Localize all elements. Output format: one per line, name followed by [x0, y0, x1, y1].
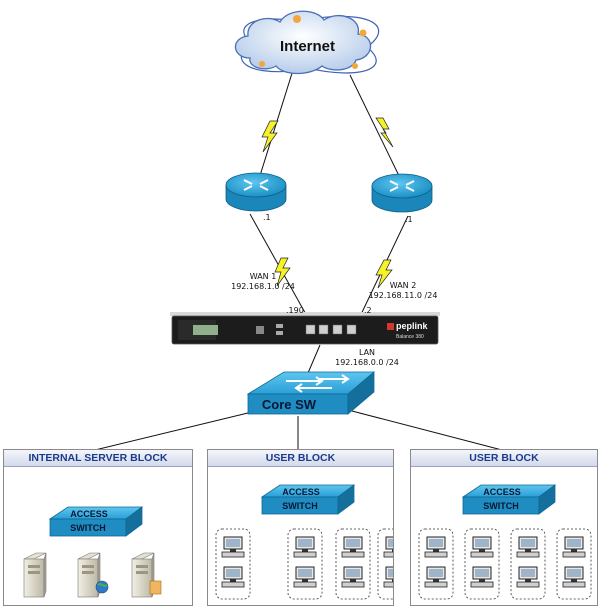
- router-left-ip: .1: [263, 213, 271, 222]
- wan2-subnet: 192.168.11.0 /24: [368, 291, 438, 300]
- pc-icon: [341, 536, 365, 558]
- router-right-ip: .1: [405, 215, 413, 224]
- access-switch: ACCESS SWITCH: [461, 484, 557, 515]
- wan2-label: WAN 2 192.168.11.0 /24: [366, 281, 440, 301]
- pc-group: [215, 528, 393, 600]
- pc-icon: [293, 566, 317, 588]
- pc-icon: [516, 566, 540, 588]
- internal-server-block: INTERNAL SERVER BLOCK ACCESS SWITCH: [3, 449, 193, 606]
- pc-group: [418, 528, 592, 600]
- access-switch-line2: SWITCH: [70, 523, 106, 533]
- pc-icon: [516, 536, 540, 558]
- pc-icon: [470, 536, 494, 558]
- ethernet-ports: [305, 324, 357, 335]
- pc-icon: [383, 566, 393, 588]
- pc-cluster: [287, 528, 323, 600]
- access-switch: ACCESS SWITCH: [260, 484, 356, 515]
- lan-subnet: 192.168.0.0 /24: [335, 358, 399, 367]
- wan1-label: WAN 1 192.168.1.0 /24: [226, 272, 300, 292]
- internet-cloud-icon: [234, 10, 380, 75]
- core-switch-label: Core SW: [262, 397, 317, 412]
- pc-icon: [221, 566, 245, 588]
- access-switch-line2: SWITCH: [282, 501, 318, 511]
- pc-icon: [562, 566, 586, 588]
- access-switch-line1: ACCESS: [70, 509, 108, 519]
- block-content: ACCESS SWITCH: [215, 484, 393, 600]
- internet-label: Internet: [280, 38, 336, 55]
- load-balancer-appliance: peplink Balance 380: [170, 312, 440, 345]
- wan2-name: WAN 2: [389, 281, 417, 290]
- router-icon: [389, 180, 415, 192]
- pc-icon: [221, 536, 245, 558]
- server-icon: [131, 552, 162, 598]
- block-content: ACCESS SWITCH: [418, 484, 592, 600]
- lan-name: LAN: [358, 348, 376, 357]
- user-block-1: USER BLOCK ACCESS SWITCH: [207, 449, 394, 606]
- access-switch-line2: SWITCH: [483, 501, 519, 511]
- block-content: ACCESS SWITCH: [23, 506, 162, 598]
- pc-cluster: [510, 528, 546, 600]
- pc-cluster: [464, 528, 500, 600]
- pc-icon: [424, 536, 448, 558]
- core-switch: Core SW: [246, 371, 376, 415]
- pc-icon: [424, 566, 448, 588]
- access-switch-line1: ACCESS: [483, 487, 521, 497]
- router-right: [371, 173, 433, 213]
- wan1-ip: .190: [286, 306, 304, 315]
- link-core-block3: [351, 410, 503, 451]
- lightning-icon: [375, 117, 394, 148]
- pc-cluster: [556, 528, 592, 600]
- link-internet-router-left: [257, 69, 294, 183]
- appliance-model: Balance 380: [396, 334, 424, 340]
- pc-icon: [341, 566, 365, 588]
- router-left: [225, 172, 287, 212]
- wan2-ip: .2: [364, 306, 372, 315]
- access-switch-line1: ACCESS: [282, 487, 320, 497]
- user-block-2: USER BLOCK ACCESS SWITCH: [410, 449, 598, 606]
- pc-icon: [293, 536, 317, 558]
- pc-cluster: [335, 528, 371, 600]
- access-switch: ACCESS SWITCH: [48, 506, 144, 537]
- switch-icon: [286, 374, 350, 393]
- router-icon: [243, 179, 269, 191]
- lightning-icon: [375, 259, 393, 289]
- lightning-icon: [274, 257, 291, 287]
- block-title: INTERNAL SERVER BLOCK: [4, 450, 192, 467]
- server-icon: [77, 552, 109, 598]
- lan-label: LAN 192.168.0.0 /24: [330, 348, 404, 368]
- lightning-icon: [261, 120, 279, 153]
- link-internet-router-right: [349, 74, 403, 183]
- block-title: USER BLOCK: [411, 450, 597, 467]
- server-icon: [23, 552, 47, 598]
- pc-cluster: [215, 528, 251, 600]
- pc-icon: [562, 536, 586, 558]
- pc-cluster: [418, 528, 454, 600]
- appliance-brand: peplink: [396, 321, 428, 331]
- wan-lightning-bolts: [261, 117, 394, 289]
- block-title: USER BLOCK: [208, 450, 393, 467]
- wan1-name: WAN 1: [249, 272, 277, 281]
- link-core-block1: [94, 411, 253, 451]
- pc-icon: [470, 566, 494, 588]
- pc-icon: [383, 536, 393, 558]
- wan1-subnet: 192.168.1.0 /24: [231, 282, 295, 291]
